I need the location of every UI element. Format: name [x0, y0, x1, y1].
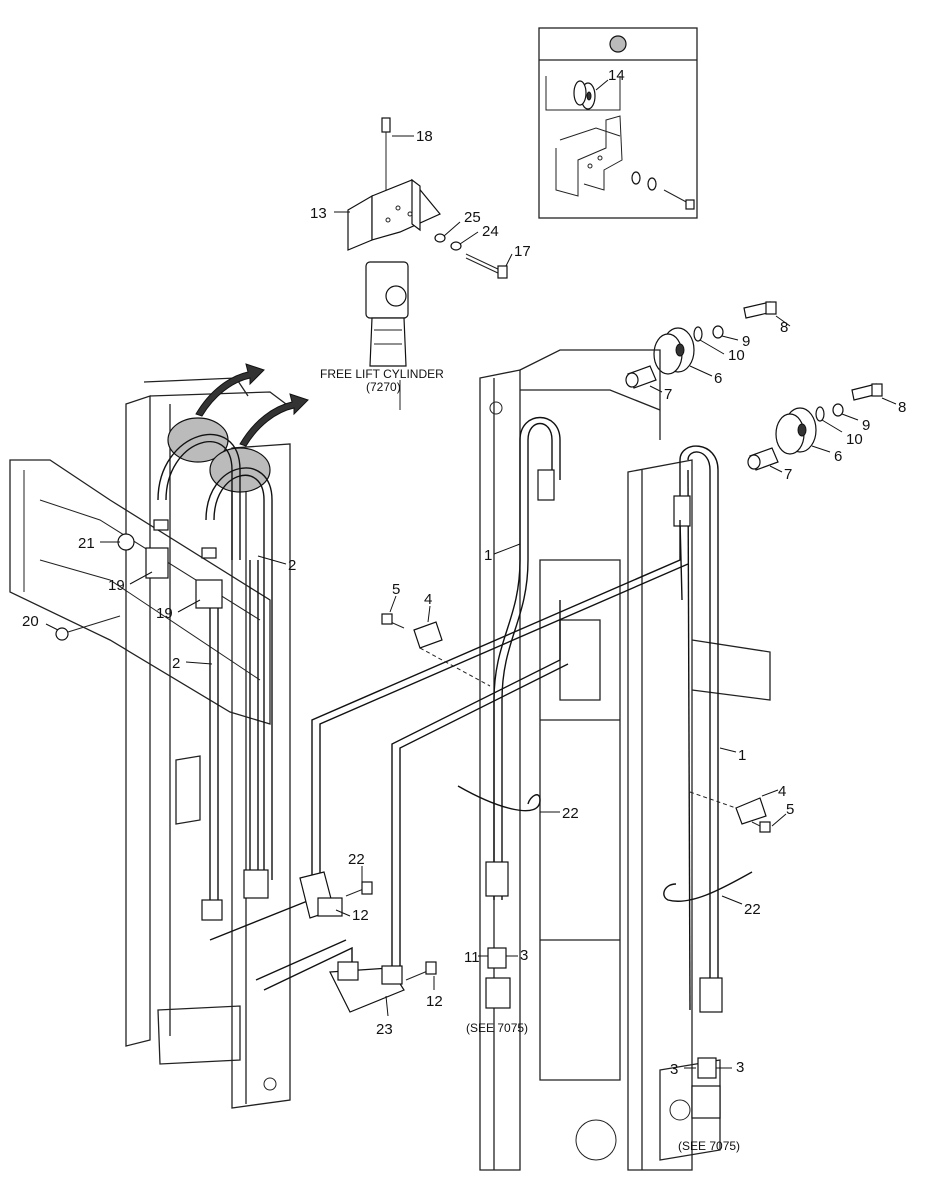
connecting-hoses	[209, 520, 689, 1013]
see-reference-a: (SEE 7075)	[466, 1021, 528, 1035]
callout-12a: 22	[348, 851, 365, 868]
callout-21: 21	[78, 535, 95, 552]
callout-5b: 5	[786, 801, 794, 818]
callout-8a: 8	[780, 319, 788, 336]
callout-22a: 22	[562, 805, 579, 822]
callout-24: 24	[482, 223, 499, 240]
free-lift-cylinder-label: FREE LIFT CYLINDER	[320, 367, 444, 381]
callout-7b: 7	[784, 466, 792, 483]
clamps	[381, 613, 771, 833]
callout-8b: 8	[898, 399, 906, 416]
free-lift-cylinder-assembly: 18 13 25 24 17 FREE LIFT CYLINDER (7270)	[310, 117, 531, 410]
callout-11: 12	[352, 907, 369, 924]
callout-10b: 10	[846, 431, 863, 448]
right-mast	[479, 349, 771, 1171]
callout-17: 17	[514, 243, 531, 260]
callout-20: 20	[22, 613, 39, 630]
callout-3a: 11	[464, 949, 480, 966]
pulley-group-upper: 8 9 10 6 7	[625, 301, 791, 403]
callout-6a: 6	[714, 370, 722, 387]
callout-10a: 10	[728, 347, 745, 364]
callout-18: 18	[416, 128, 433, 145]
callout-14: 14	[608, 67, 625, 84]
mesh-circle-icon	[609, 35, 627, 53]
callout-23: 23	[376, 1021, 393, 1038]
callout-6b: 6	[834, 448, 842, 465]
callout-19a: 19	[108, 577, 125, 594]
callout-5a: 5	[392, 581, 400, 598]
pulley-group-lower: 8 9 10 6 7	[747, 383, 906, 483]
callout-9a: 9	[742, 333, 750, 350]
callout-25: 25	[464, 209, 481, 226]
hoses-right	[485, 416, 723, 1119]
callout-13: 13	[310, 205, 327, 222]
callout-19b: 19	[156, 605, 173, 622]
callout-3b: 3	[520, 947, 528, 964]
callout-9b: 9	[862, 417, 870, 434]
detail-inset-box: 14	[538, 27, 698, 219]
callout-2b: 2	[172, 655, 180, 672]
callout-7a: 7	[664, 386, 672, 403]
hoses-left	[55, 363, 309, 921]
callout-3c: 3	[670, 1061, 678, 1078]
callout-1b: 1	[738, 747, 746, 764]
callout-22b: 22	[744, 901, 761, 918]
left-mast	[9, 377, 291, 1109]
see-reference-b: (SEE 7075)	[678, 1139, 740, 1153]
callout-2a: 2	[288, 557, 296, 574]
callout-4b: 4	[778, 783, 786, 800]
callout-12b: 12	[426, 993, 443, 1010]
free-lift-cylinder-ref: (7270)	[366, 380, 401, 394]
cable-ties	[457, 785, 753, 902]
callout-4a: 4	[424, 591, 432, 608]
callout-1a: 1	[484, 547, 492, 564]
callout-3d: 3	[736, 1059, 744, 1076]
